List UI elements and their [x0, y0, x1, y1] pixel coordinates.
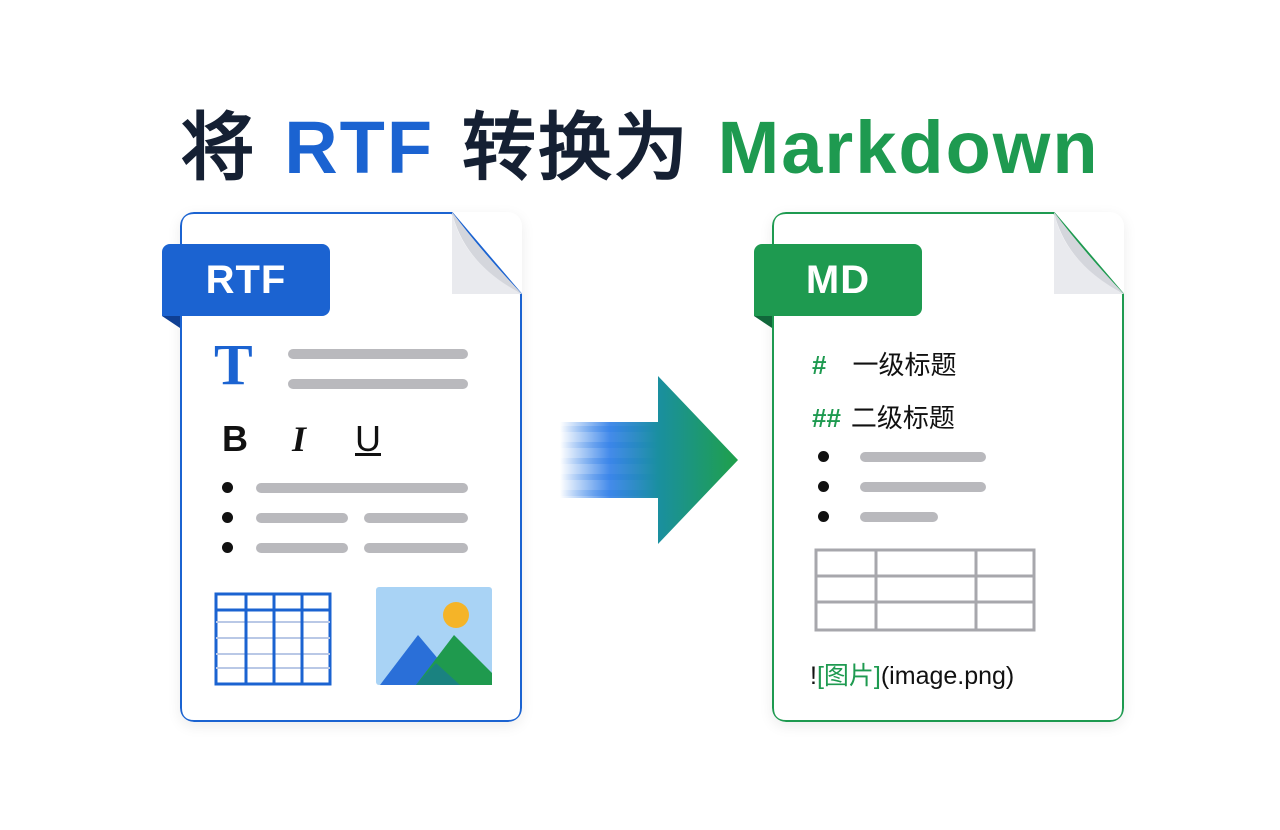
list-line: [256, 483, 468, 493]
bullet-dot: [222, 542, 233, 553]
rtf-badge-label: RTF: [205, 257, 287, 302]
text-line: [288, 379, 468, 389]
title-prefix: 将: [180, 105, 285, 191]
md-badge: MD: [754, 244, 922, 316]
page-fold-icon: [452, 212, 522, 294]
bullet-dot: [222, 512, 233, 523]
underline-label: U: [355, 418, 381, 459]
list-line: [860, 482, 986, 492]
text-format-icon: T: [214, 336, 253, 394]
bullet-dot: [818, 481, 829, 492]
md-badge-label: MD: [805, 257, 871, 302]
italic-icon: I: [292, 418, 306, 460]
md-badge-tail: [754, 316, 772, 328]
h1-mark: #: [812, 350, 827, 380]
table-icon: [814, 548, 1036, 632]
image-prefix: !: [810, 662, 817, 690]
heading-1-line: # 一级标题: [812, 345, 956, 382]
rtf-badge-tail: [162, 316, 180, 328]
h2-mark: ##: [812, 403, 841, 433]
image-src-text: (image.png): [880, 662, 1015, 690]
title-rtf: RTF: [284, 106, 435, 189]
underline-icon: U: [355, 418, 381, 460]
list-line: [364, 513, 468, 523]
h2-text: 二级标题: [850, 403, 955, 433]
list-line: [256, 513, 348, 523]
page-fold-icon: [1054, 212, 1124, 294]
bullet-dot: [222, 482, 233, 493]
list-line: [256, 543, 348, 553]
image-syntax-line: ![图片](image.png): [810, 656, 1014, 692]
heading-2-line: ## 二级标题: [812, 398, 955, 435]
text-format-letter: T: [214, 332, 253, 397]
title-middle: 转换为: [434, 105, 718, 191]
bold-icon: B: [222, 418, 248, 460]
text-line: [288, 349, 468, 359]
image-alt-text: [图片]: [816, 662, 881, 690]
page-title: 将 RTF 转换为 Markdown: [0, 88, 1280, 195]
list-line: [860, 512, 938, 522]
rtf-document: RTF T B I U: [162, 212, 522, 722]
bullet-dot: [818, 451, 829, 462]
list-line: [364, 543, 468, 553]
image-icon: [376, 587, 492, 685]
table-icon: [214, 592, 332, 686]
bold-label: B: [222, 418, 248, 459]
title-markdown: Markdown: [717, 106, 1100, 189]
arrow-right-icon: [560, 376, 738, 544]
italic-label: I: [292, 419, 307, 459]
bullet-dot: [818, 511, 829, 522]
list-line: [860, 452, 986, 462]
md-document: MD # 一级标题 ## 二级标题 ![图片](image.png): [754, 212, 1124, 722]
h1-text: 一级标题: [852, 350, 957, 380]
rtf-badge: RTF: [162, 244, 330, 316]
